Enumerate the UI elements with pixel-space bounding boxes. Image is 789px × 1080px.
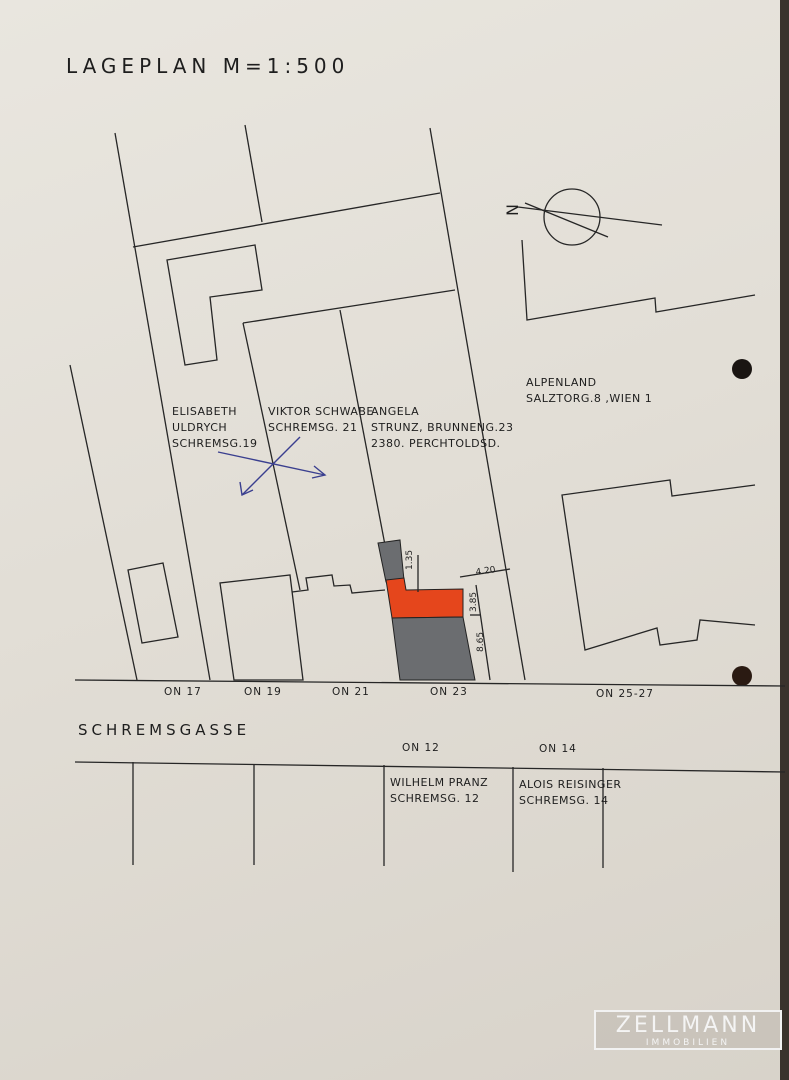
punch-hole (732, 666, 752, 686)
owner-label: SCHREMSG. 21 (268, 421, 358, 434)
building-outline (521, 239, 756, 321)
house-number: ON 19 (244, 686, 282, 698)
logo-name: ZELLMANN (615, 1013, 761, 1038)
street-name: SCHREMSGASSE (78, 721, 250, 739)
lot-lines (69, 124, 786, 872)
owner-label: ELISABETH (172, 405, 237, 418)
pen-arrows (217, 436, 327, 497)
existing-building-gray (391, 616, 476, 681)
page-edge (780, 0, 789, 1080)
dimension-label: 3.85 (469, 592, 479, 612)
planned-extension-red (385, 577, 464, 619)
building-outline (291, 574, 386, 594)
dimension-label: 4.20 (475, 565, 497, 578)
owner-label: SCHREMSG. 14 (519, 794, 609, 807)
building-outline (166, 244, 263, 366)
owner-label: 2380. PERCHTOLDSD. (371, 437, 501, 450)
owner-label: SALZTORG.8 ,WIEN 1 (526, 392, 652, 405)
house-number: ON 12 (402, 742, 440, 754)
north-label: N (503, 204, 522, 216)
punch-hole (732, 359, 752, 379)
owner-label: ULDRYCH (172, 421, 227, 434)
building-outline (219, 574, 304, 681)
building-outline (561, 479, 756, 651)
existing-building-gray (377, 539, 405, 583)
owner-label: SCHREMSG.19 (172, 437, 258, 450)
house-number: ON 21 (332, 686, 370, 698)
house-number: ON 17 (164, 686, 202, 698)
house-number: ON 25-27 (596, 688, 654, 700)
dimension-label: 1.35 (405, 550, 415, 570)
owner-label: STRUNZ, BRUNNENG.23 (371, 421, 514, 434)
owner-label: VIKTOR SCHWABE (268, 405, 374, 418)
dimension-lines (417, 555, 511, 681)
owner-label: ALOIS REISINGER (519, 778, 622, 791)
plan-title: LAGEPLAN M=1:500 (66, 54, 349, 78)
dimension-label: 8.65 (476, 632, 486, 652)
owner-label: ANGELA (371, 405, 419, 418)
house-number: ON 23 (430, 686, 468, 698)
owner-label: SCHREMSG. 12 (390, 792, 480, 805)
zellmann-logo: ZELLMANN IMMOBILIEN (594, 1010, 782, 1050)
north-arrow-icon (517, 188, 663, 246)
owner-label: WILHELM PRANZ (390, 776, 488, 789)
building-outline (127, 562, 179, 644)
house-number: ON 14 (539, 743, 577, 755)
owner-label: ALPENLAND (526, 376, 597, 389)
logo-subtitle: IMMOBILIEN (645, 1038, 731, 1048)
